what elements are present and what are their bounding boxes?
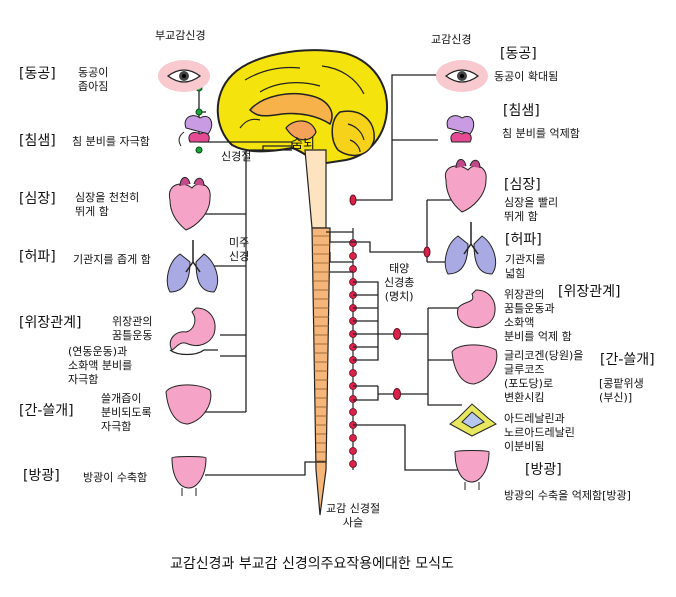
parasympathetic-header: 부교감신경 xyxy=(155,29,206,42)
sympathetic-chain-label: 교감 신경절 사슬 xyxy=(326,502,381,529)
right-lung-effect: 기관지를 넓힘 xyxy=(505,253,546,280)
left-salivary-effect: 침 분비를 자극함 xyxy=(72,135,150,148)
right-liver-effect: 글리코겐(당원)을 글루코즈 (포도당)로 변환시킴 xyxy=(504,349,584,404)
right-bladder-effect: 방광의 수축을 억제함[방광] xyxy=(504,489,631,502)
vagus-nerve-label: 미주 신경 xyxy=(229,236,250,263)
spinal-cord xyxy=(311,227,331,516)
left-pupil-effect: 동공이 좁아짐 xyxy=(78,66,109,93)
left-gi-effect: 위장관의 꿈틀운동 xyxy=(112,315,153,342)
right-gi-label: [위장관계] xyxy=(558,284,621,300)
brain-illustration xyxy=(216,49,389,166)
ganglion-label: 신경절 xyxy=(221,150,252,163)
left-lung-effect: 기관지를 좁게 함 xyxy=(73,253,151,266)
nerve-pathways xyxy=(198,74,462,476)
figure-caption: 교감신경과 부교감 신경의주요작용에대한 모식도 xyxy=(170,556,454,572)
right-heart-effect: 심장을 빨리 뛰게 함 xyxy=(504,196,559,223)
left-pupil-label: [동공] xyxy=(19,66,56,82)
right-salivary-label: [침샘] xyxy=(503,103,540,119)
sympathetic-header: 교감신경 xyxy=(431,33,472,46)
right-adrenal-effect: 아드레날린과 노르아드레날린 이분비됨 xyxy=(504,412,575,453)
left-lung-label: [허파] xyxy=(19,249,56,265)
left-heart-label: [심장] xyxy=(19,191,56,207)
left-liver-effect: 쓸개즙이 분비되도록 자극함 xyxy=(101,392,152,433)
right-adrenal-label: [콩팥위생 (부신)] xyxy=(599,377,644,404)
right-organs xyxy=(436,60,498,490)
medulla-label: 숨뇌 xyxy=(291,137,315,152)
right-lung-label: [허파] xyxy=(505,232,542,248)
left-bladder-effect: 방광이 수축함 xyxy=(83,471,148,484)
right-heart-label: [심장] xyxy=(504,177,541,193)
right-salivary-effect: 침 분비를 억제함 xyxy=(502,127,580,140)
right-bladder-label: [방광] xyxy=(525,462,562,478)
right-pupil-effect: 동공이 확대됨 xyxy=(494,70,559,83)
ganglion-markers xyxy=(195,84,431,400)
left-gi-effect-2: (연동운동)과 소화액 분비를 자극함 xyxy=(68,345,133,386)
right-pupil-label: [동공] xyxy=(500,46,537,62)
brainstem xyxy=(304,149,327,229)
left-heart-effect: 심장을 천천히 뛰게 함 xyxy=(75,191,140,218)
right-liver-label: [간-쓸개] xyxy=(600,352,655,368)
left-gi-label: [위장관계] xyxy=(19,315,82,331)
solar-plexus-label: 태양 신경총 (명치) xyxy=(384,262,415,303)
left-salivary-label: [침샘] xyxy=(19,133,56,149)
right-gi-effect: 위장관의 꿈틀운동과 소화액 분비를 억제 함 xyxy=(504,288,572,343)
spinal-segments xyxy=(312,235,330,462)
left-organs xyxy=(158,60,219,496)
left-bladder-label: [방광] xyxy=(23,468,60,484)
sympathetic-chain xyxy=(349,228,357,470)
left-liver-label: [간-쓸개] xyxy=(19,403,74,419)
